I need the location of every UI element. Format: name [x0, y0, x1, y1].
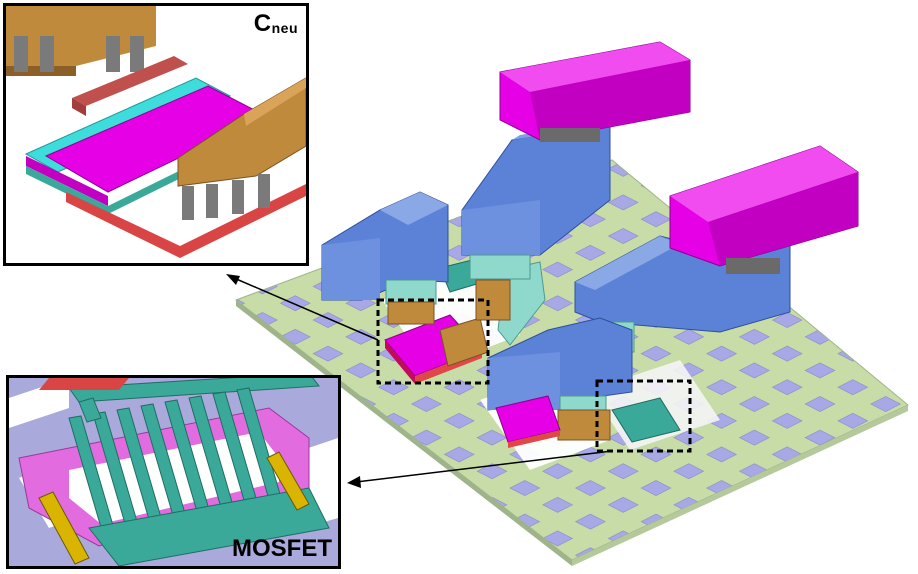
left-blue-module: [321, 191, 511, 325]
mosfet-detail-inset: MOSFET: [6, 375, 341, 569]
upper-power-block: [461, 41, 691, 280]
capacitor-detail-drawing: [6, 6, 306, 263]
capacitor-label-sub: neu: [271, 20, 298, 36]
mosfet-label: MOSFET: [232, 535, 332, 562]
capacitor-label-main: C: [253, 10, 272, 37]
arrow-to-capacitor-inset: [226, 274, 379, 341]
mosfet-detail-drawing: [9, 378, 338, 566]
capacitor-detail-inset: Cneu: [3, 3, 309, 266]
board-capacitor-left: [384, 314, 489, 384]
callout-box-mosfet: [595, 379, 692, 453]
right-power-arm: [574, 145, 859, 353]
arrow-to-mosfet-inset: [347, 450, 613, 488]
callout-box-capacitor: [376, 298, 490, 385]
capacitor-label: Cneu: [254, 10, 298, 38]
